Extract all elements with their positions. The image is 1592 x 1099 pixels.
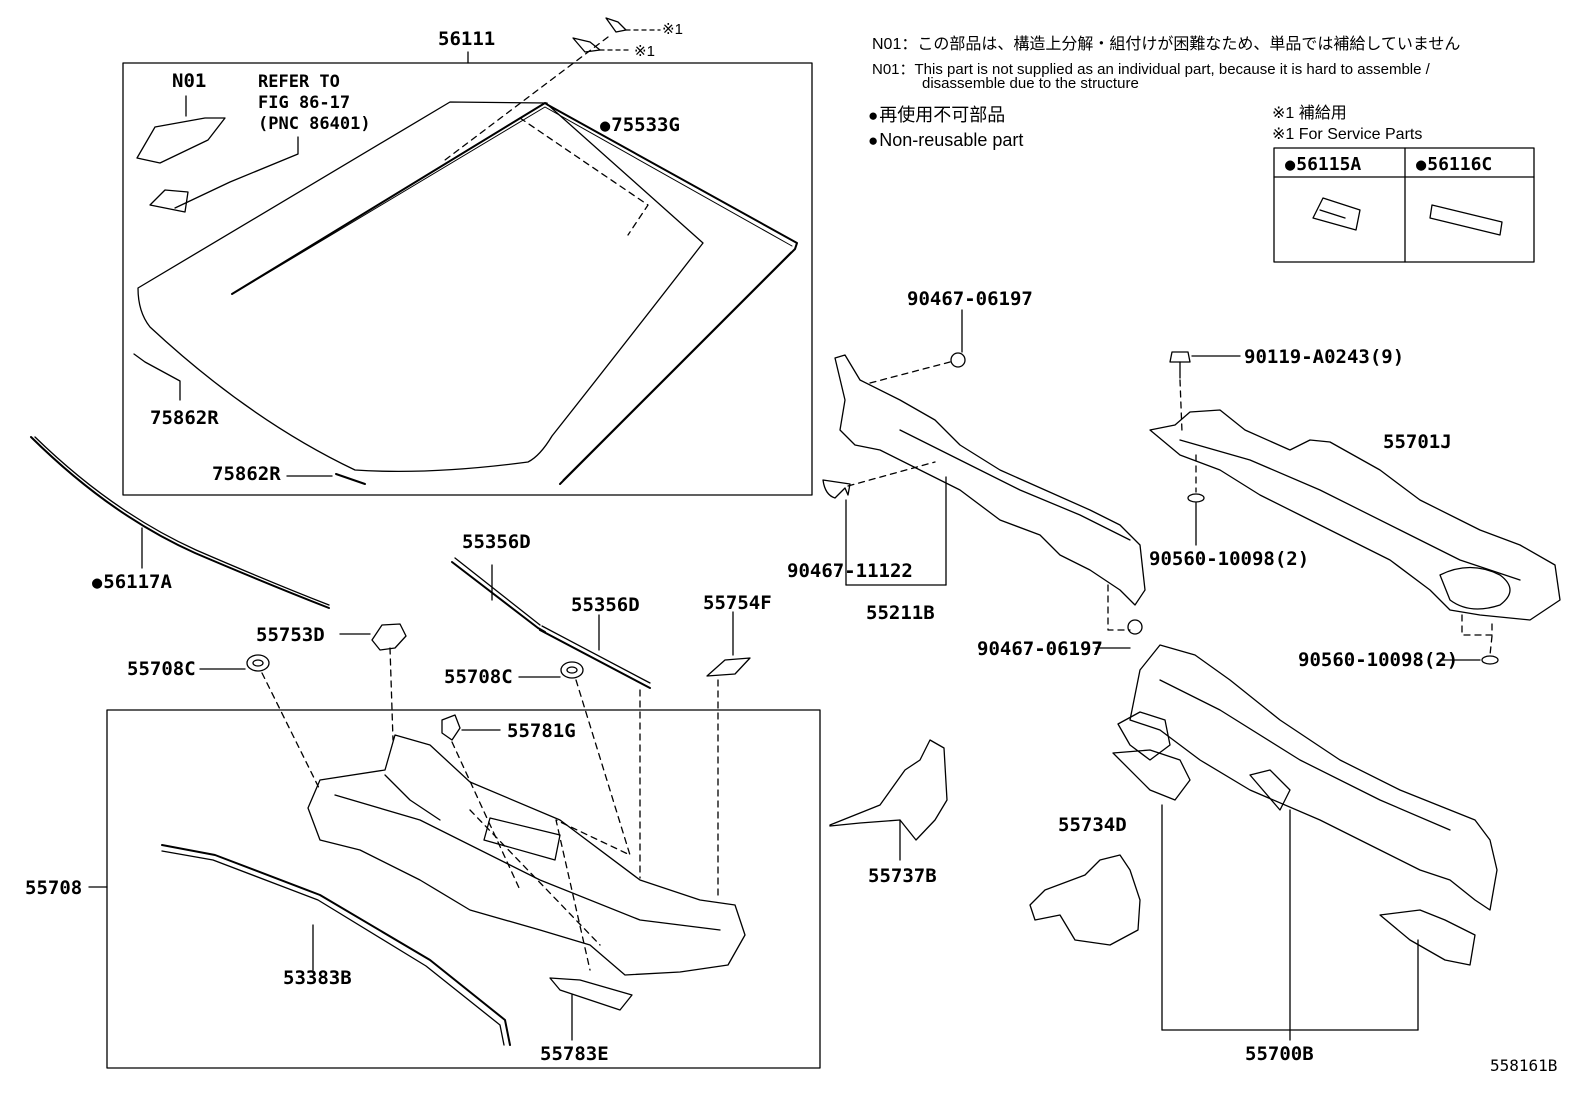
label-90467-06197-top: 90467-06197 xyxy=(907,288,1033,310)
label-55753d: 55753D xyxy=(256,624,325,646)
label-55734d: 55734D xyxy=(1058,814,1127,836)
grommet-55708c-b xyxy=(560,661,584,679)
label-55356d-upper: 55356D xyxy=(462,531,531,553)
clip-55753d xyxy=(371,623,407,651)
moulding-56117a xyxy=(30,436,330,609)
dashed-leader-service xyxy=(444,36,609,161)
bracket-55754f xyxy=(706,657,751,677)
legend-service-jp: ※1 補給用 xyxy=(1272,105,1347,122)
cover-55783e xyxy=(549,977,633,1011)
label-55708c-right: 55708C xyxy=(444,666,513,688)
legend-nonreusable-jp: 再使用不可部品 xyxy=(868,106,1005,124)
label-55781g: 55781G xyxy=(507,720,576,742)
label-56117a: 56117A xyxy=(92,573,172,592)
label-55708: 55708 xyxy=(25,877,83,899)
service-table-col-56116c: 56116C xyxy=(1416,154,1492,175)
label-refer-to-fig: REFER TO FIG 86-17 (PNC 86401) xyxy=(258,72,371,134)
clip-55781g xyxy=(441,714,461,741)
windshield-glass xyxy=(137,101,704,473)
label-53383b: 53383B xyxy=(283,967,352,989)
label-55708c-left: 55708C xyxy=(127,658,196,680)
note-n01-japanese: N01：この部品は、構造上分解・組付けが困難なため、単品では補給していません xyxy=(872,36,1461,53)
label-90560-10098-right: 90560-10098(2) xyxy=(1298,649,1459,671)
label-55356d-lower: 55356D xyxy=(571,594,640,616)
figure-id: 558161B xyxy=(1490,1056,1558,1075)
label-55700b: 55700B xyxy=(1245,1043,1314,1065)
label-90467-11122: 90467-11122 xyxy=(787,560,913,582)
label-75862r-upper: 75862R xyxy=(150,407,219,429)
label-55783e: 55783E xyxy=(540,1043,609,1065)
grommet-55708c-a xyxy=(246,654,270,672)
bracket-55734d xyxy=(1029,854,1141,946)
note-n01-english-2: disassemble due to the structure xyxy=(922,75,1139,92)
label-75533g: 75533G xyxy=(600,116,680,135)
label-n01: N01 xyxy=(172,70,207,92)
cowl-assembly-55700b xyxy=(1129,644,1498,911)
legend-nonreusable-en: Non-reusable part xyxy=(868,131,1023,149)
label-55737b: 55737B xyxy=(868,865,937,887)
weatherstrip-53383b xyxy=(161,844,511,1046)
cowl-top-panel xyxy=(307,734,746,976)
note-n01-english-1: N01：This part is not supplied as an indi… xyxy=(872,61,1430,78)
service-mark-1: ※1 xyxy=(662,21,683,38)
label-55754f: 55754F xyxy=(703,592,772,614)
service-mark-2: ※1 xyxy=(634,43,655,60)
label-55211b: 55211B xyxy=(866,602,935,624)
reinforcement-55211b xyxy=(834,354,1146,606)
label-55701j: 55701J xyxy=(1383,431,1452,453)
label-90560-10098-left: 90560-10098(2) xyxy=(1149,548,1310,570)
legend-service-en: ※1 For Service Parts xyxy=(1272,126,1423,143)
molding-75533g xyxy=(231,102,798,485)
bracket-55737b xyxy=(829,739,948,841)
seal-55356d-b xyxy=(539,629,651,689)
cowl-group-frame xyxy=(106,709,821,1069)
seal-55356d-a xyxy=(451,561,546,633)
windshield-group-frame xyxy=(122,62,813,496)
label-56111: 56111 xyxy=(438,28,496,50)
service-parts-table xyxy=(1273,147,1535,263)
label-75862r-lower: 75862R xyxy=(212,463,281,485)
label-90467-06197-bottom: 90467-06197 xyxy=(977,638,1103,660)
service-table-col-56115a: 56115A xyxy=(1285,154,1361,175)
label-90119-a0243: 90119-A0243(9) xyxy=(1244,346,1405,368)
n01-part xyxy=(136,117,226,164)
panel-55701j xyxy=(1149,409,1561,621)
